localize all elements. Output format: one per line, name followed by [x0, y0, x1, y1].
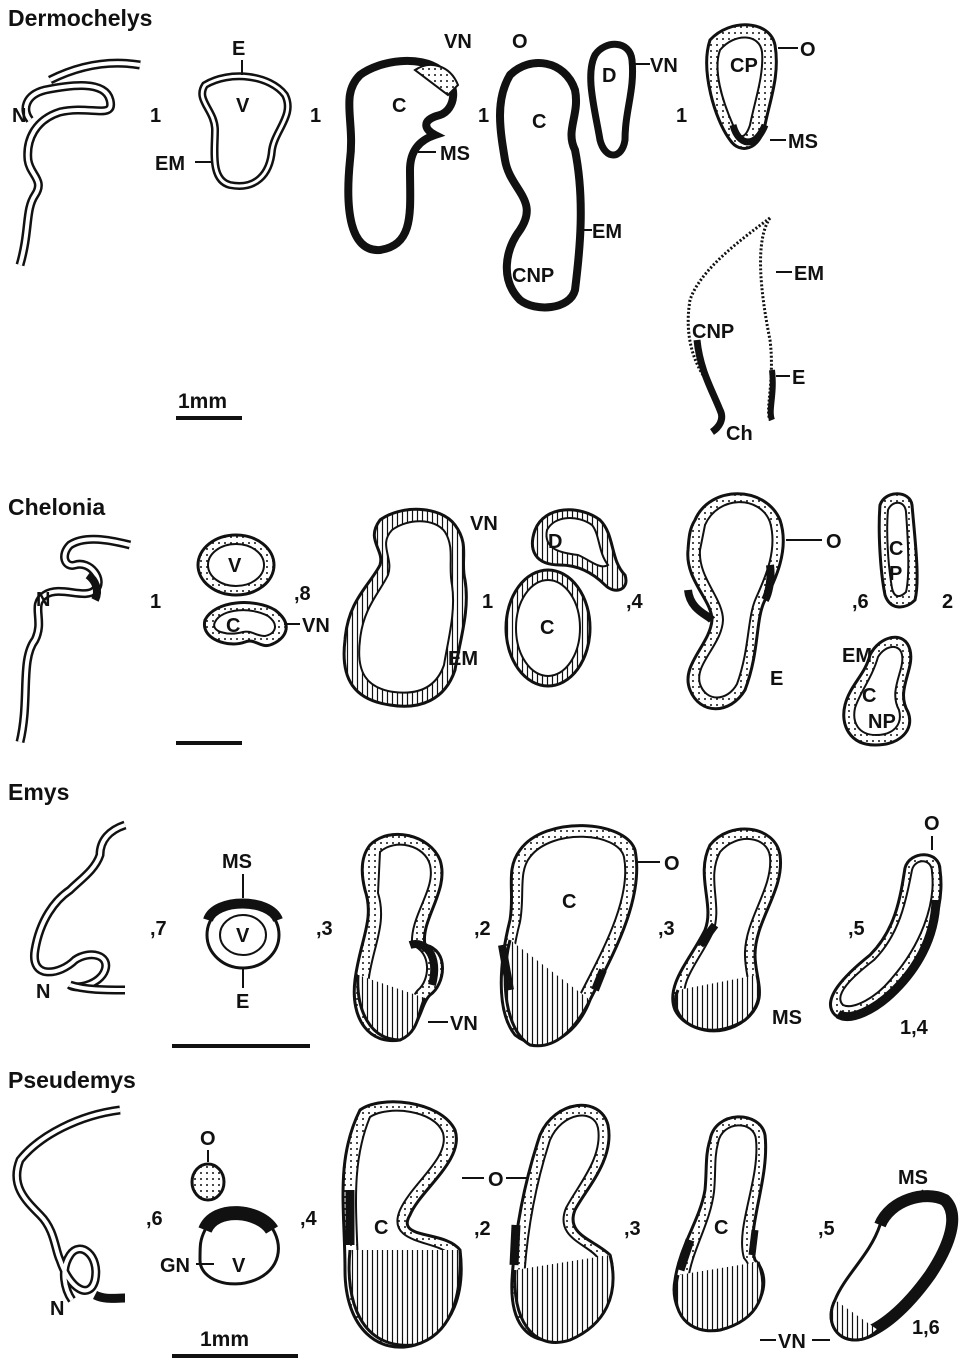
label-ms: MS — [788, 131, 818, 153]
label-o: O — [512, 31, 528, 53]
label-ms: MS — [898, 1167, 928, 1189]
scale-label: 1mm — [200, 1328, 249, 1351]
label-em: EM — [794, 263, 824, 285]
head-outline — [17, 1110, 125, 1300]
head-outline — [34, 825, 125, 990]
label-cnp: CNP — [512, 265, 554, 287]
label-n: N — [36, 981, 50, 1003]
spacer-number: ,3 — [624, 1218, 641, 1240]
label-v: V — [228, 555, 242, 577]
label-o: O — [664, 853, 680, 875]
label-e: E — [236, 991, 249, 1013]
label-cnp: CNP — [692, 321, 734, 343]
label-o: O — [826, 531, 842, 553]
label-n: N — [50, 1298, 64, 1320]
species-name: Dermochelys — [8, 5, 152, 31]
spacer-number: ,3 — [658, 918, 675, 940]
label-c: C — [392, 95, 406, 117]
label-gn: GN — [160, 1255, 190, 1277]
species-name: Chelonia — [8, 494, 105, 520]
label-c: C — [374, 1217, 388, 1239]
spacer-number: 1 — [478, 105, 489, 127]
label-c: C — [714, 1217, 728, 1239]
label-em: EM — [592, 221, 622, 243]
label-ms: MS — [222, 851, 252, 873]
label-vn: VN — [650, 55, 678, 77]
row-emys: Emys N ,7 MS V E ,3 VN ,2 C — [8, 779, 941, 1046]
label-vn: VN — [444, 31, 472, 53]
label-p: P — [889, 563, 902, 585]
label-c: C — [226, 615, 240, 637]
label-o: O — [488, 1169, 504, 1191]
spacer-number: ,7 — [150, 918, 167, 940]
label-o: O — [924, 813, 940, 835]
spacer-number: 1 — [310, 105, 321, 127]
spacer-number: 1 — [150, 105, 161, 127]
spacer-number: ,4 — [626, 591, 644, 613]
label-e: E — [232, 38, 245, 60]
label-vn: VN — [302, 615, 330, 637]
row-dermochelys: Dermochelys N 1 E V EM 1 C VN MS 1 O C — [8, 5, 824, 445]
label-o: O — [200, 1128, 216, 1150]
row-chelonia: Chelonia N 1 V C VN ,8 VN EM 1 D C — [8, 494, 953, 745]
section-diverticulum — [591, 44, 633, 155]
label-d: D — [548, 531, 562, 553]
spacer-number: ,6 — [852, 591, 869, 613]
head-outline — [20, 539, 130, 742]
label-em: EM — [842, 645, 872, 667]
spacer-number: ,6 — [146, 1208, 163, 1230]
label-o: O — [800, 39, 816, 61]
section-olfactory-small — [192, 1164, 224, 1200]
label-vn: VN — [450, 1013, 478, 1035]
species-name: Emys — [8, 779, 69, 805]
spacer-number: ,8 — [294, 583, 311, 605]
spacer-number: ,3 — [316, 918, 333, 940]
label-cp: CP — [730, 55, 758, 77]
label-c: C — [540, 617, 554, 639]
label-n: N — [36, 589, 50, 611]
spacer-number: 2 — [942, 591, 953, 613]
row-pseudemys: Pseudemys N ,6 O GN V ,4 C ,2 O — [8, 1067, 952, 1356]
label-v: V — [236, 925, 250, 947]
label-vn: VN — [778, 1331, 806, 1353]
section-cavum — [348, 61, 453, 250]
spacer-number: ,2 — [474, 1218, 491, 1240]
spacer-number: 1,4 — [900, 1017, 929, 1039]
label-ch: Ch — [726, 423, 753, 445]
spacer-number: ,2 — [474, 918, 491, 940]
label-vn: VN — [470, 513, 498, 535]
species-name: Pseudemys — [8, 1067, 136, 1093]
spacer-number: 1 — [150, 591, 161, 613]
label-em: EM — [155, 153, 185, 175]
spacer-number: 1 — [482, 591, 493, 613]
label-ms: MS — [440, 143, 470, 165]
spacer-number: ,5 — [818, 1218, 835, 1240]
label-n: N — [12, 105, 26, 127]
label-em: EM — [448, 648, 478, 670]
scale-label: 1mm — [178, 390, 227, 413]
label-e: E — [792, 367, 805, 389]
label-d: D — [602, 65, 616, 87]
label-e: E — [770, 668, 783, 690]
spacer-number: ,5 — [848, 918, 865, 940]
label-v: V — [236, 95, 250, 117]
label-c: C — [862, 685, 876, 707]
spacer-number: ,4 — [300, 1208, 318, 1230]
label-c: C — [562, 891, 576, 913]
label-np: NP — [868, 711, 896, 733]
label-v: V — [232, 1255, 246, 1277]
spacer-number: 1 — [676, 105, 687, 127]
head-outline — [20, 63, 140, 265]
label-ms: MS — [772, 1007, 802, 1029]
label-c: C — [889, 538, 903, 560]
label-c: C — [532, 111, 546, 133]
spacer-number: 1,6 — [912, 1317, 940, 1339]
